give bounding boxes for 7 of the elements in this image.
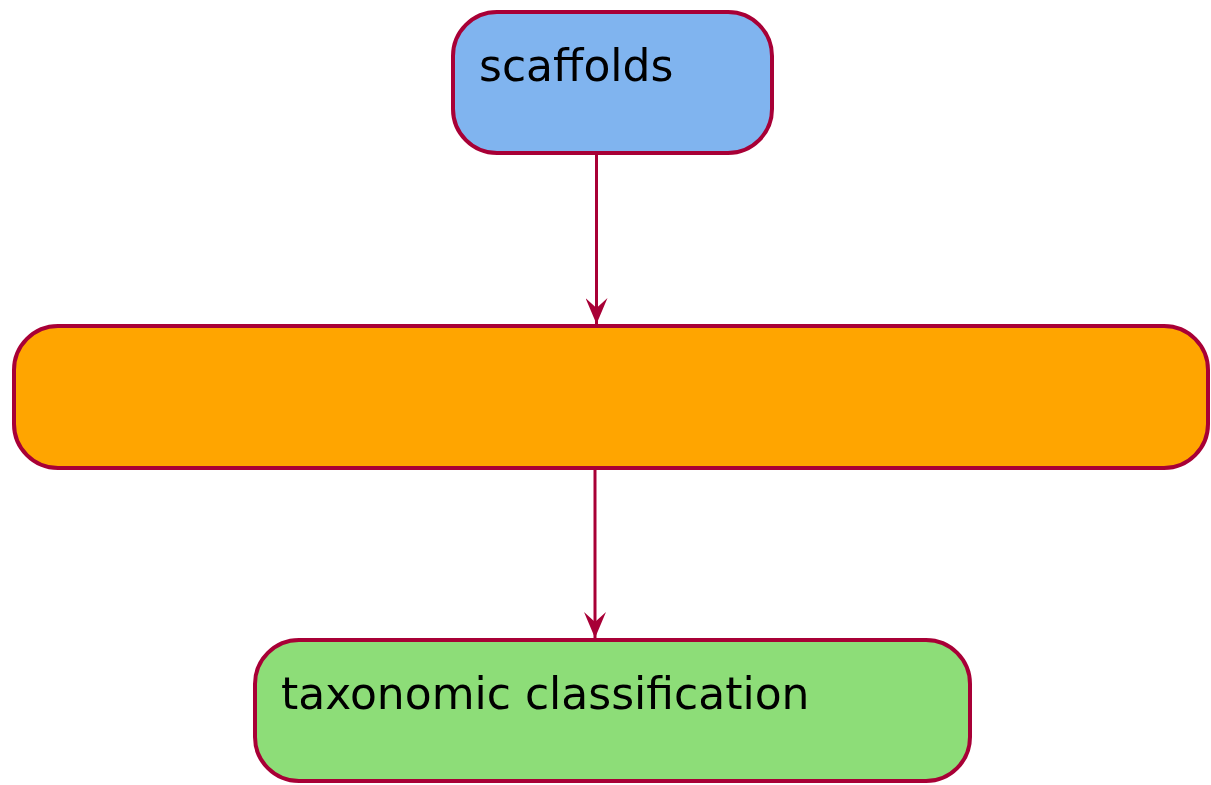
node-label: scaffolds <box>479 40 674 91</box>
arrow <box>585 155 608 324</box>
node-label: taxonomic classification <box>281 668 810 719</box>
process-box <box>451 10 774 155</box>
arrow <box>584 470 606 638</box>
process-box <box>12 324 1210 470</box>
process-box <box>253 638 972 783</box>
